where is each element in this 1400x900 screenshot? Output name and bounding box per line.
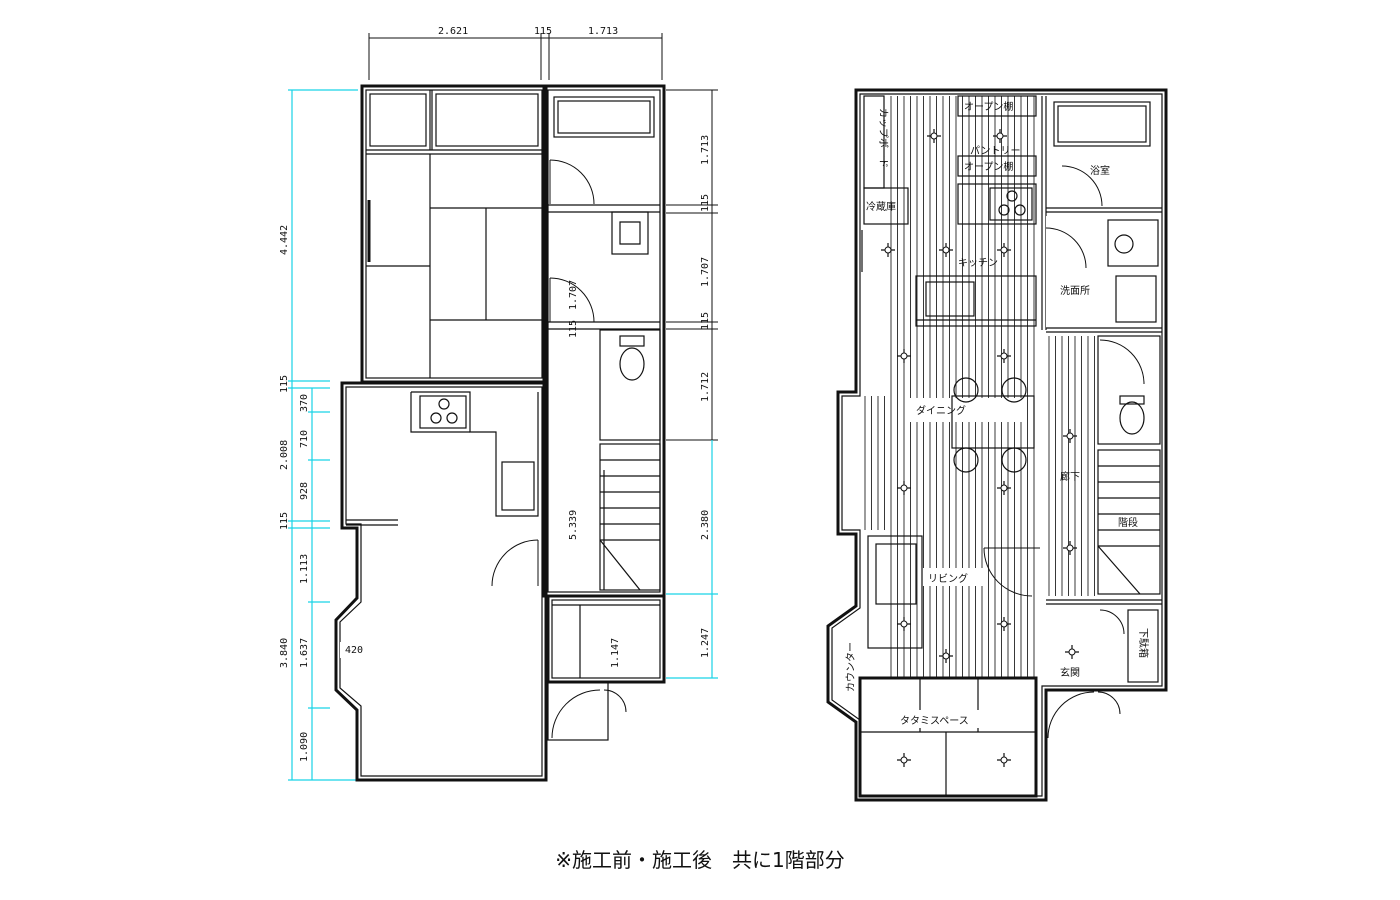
before-walls (334, 84, 666, 782)
after-ldk: ダイニング リビング (867, 377, 1040, 649)
label-washroom: 洗面所 (1060, 285, 1090, 297)
after-entrance: 下駄箱 玄関 (1046, 599, 1162, 739)
light-fixture-center (942, 246, 950, 254)
label-dining: ダイニング (916, 404, 966, 417)
after-light-fixtures (881, 129, 1079, 767)
label-open-shelf-2: オープン棚 (964, 160, 1013, 173)
label-bath: 浴室 (1090, 164, 1110, 177)
after-tatami-space: タタミスペース (858, 676, 1038, 798)
after-bath: 浴室 洗面所 (1041, 96, 1162, 333)
dim-right-5: 1.712 (700, 372, 711, 402)
label-fridge: 冷蔵庫 (866, 200, 896, 213)
dim-right-7: 1.247 (700, 628, 711, 658)
after-wood-floor-hatching (864, 96, 1095, 680)
label-pantry: パントリー (970, 145, 1021, 157)
dim-left-2: 115 (279, 375, 290, 393)
dim-left-4: 115 (279, 512, 290, 530)
dim-interior-3: 5.339 (568, 510, 579, 540)
before-left-dimensions: 4.442 115 2.008 115 3.840 370 710 928 1.… (279, 89, 358, 781)
dim-top-2: 115 (534, 26, 552, 37)
light-fixture-center (996, 132, 1004, 140)
label-cupboard: カップボード (877, 108, 889, 168)
label-open-shelf-1: オープン棚 (964, 100, 1013, 113)
light-fixture-center (884, 246, 892, 254)
light-fixture-center (900, 756, 908, 764)
label-shoe-box: 下駄箱 (1137, 628, 1150, 658)
before-right-dimensions: 1.713 115 1.707 115 1.712 2.380 1.247 (666, 89, 718, 679)
dim-right-2: 115 (700, 194, 711, 212)
dim-top-1: 2.621 (438, 26, 468, 37)
dim-right-1: 1.713 (700, 135, 711, 165)
light-fixture-center (1066, 544, 1074, 552)
before-top-dimensions: 2.621 115 1.713 (368, 26, 663, 80)
dim-left-1: 4.442 (279, 225, 290, 255)
dim-left-3: 2.008 (279, 440, 290, 470)
light-fixture-center (1000, 620, 1008, 628)
dim-interior-2: 115 (568, 320, 579, 338)
after-walls (826, 88, 1168, 802)
after-plan: カップボード 冷蔵庫 オープン棚 パントリー オープン棚 キッチン (826, 88, 1168, 802)
after-cupboard: カップボード 冷蔵庫 (861, 95, 909, 272)
dim-interior-4: 1.147 (610, 638, 621, 668)
label-corridor: 廊下 (1060, 470, 1080, 483)
dim-left-inner-5: 1.637 (299, 638, 310, 668)
light-fixture-center (1066, 432, 1074, 440)
before-plan: 2.621 115 1.713 4.442 115 2.008 115 3.84… (279, 26, 718, 782)
light-fixture-center (930, 132, 938, 140)
light-fixture-center (1000, 352, 1008, 360)
drawing-caption: ※施工前・施工後 共に1階部分 (555, 848, 845, 872)
label-tatami-space: タタミスペース (900, 715, 969, 727)
light-fixture-center (1068, 648, 1076, 656)
dim-left-inner-1: 370 (299, 394, 310, 412)
light-fixture-center (1000, 756, 1008, 764)
label-counter: カウンター (845, 642, 857, 692)
label-stairs: 階段 (1118, 516, 1138, 529)
dim-left-inner-2: 710 (299, 430, 310, 448)
before-wet-rooms: 1.707 115 5.339 1.147 (548, 96, 661, 668)
light-fixture-center (900, 352, 908, 360)
label-living: リビング (928, 572, 968, 585)
light-fixture-center (942, 652, 950, 660)
dim-bay-window: 420 (345, 645, 363, 656)
dim-right-3: 1.707 (700, 257, 711, 287)
dim-left-inner-6: 1.090 (299, 732, 310, 762)
dim-right-4: 115 (700, 312, 711, 330)
after-counter: カウンター (845, 642, 857, 692)
dim-interior-1: 1.707 (568, 280, 579, 310)
dim-right-6: 2.380 (700, 510, 711, 540)
dim-left-5: 3.840 (279, 638, 290, 668)
after-shelves: オープン棚 パントリー オープン棚 キッチン (915, 95, 1037, 327)
light-fixture-center (1000, 484, 1008, 492)
dim-left-inner-3: 928 (299, 482, 310, 500)
dim-left-inner-4: 1.113 (299, 554, 310, 584)
after-corridor: 階段 廊下 (1060, 335, 1161, 595)
before-tatami-room (366, 90, 542, 378)
light-fixture-center (1000, 246, 1008, 254)
dim-top-3: 1.713 (588, 26, 618, 37)
before-kitchen: 420 (340, 391, 627, 739)
label-entrance: 玄関 (1060, 666, 1080, 679)
light-fixture-center (900, 484, 908, 492)
label-kitchen: キッチン (958, 257, 998, 269)
light-fixture-center (900, 620, 908, 628)
